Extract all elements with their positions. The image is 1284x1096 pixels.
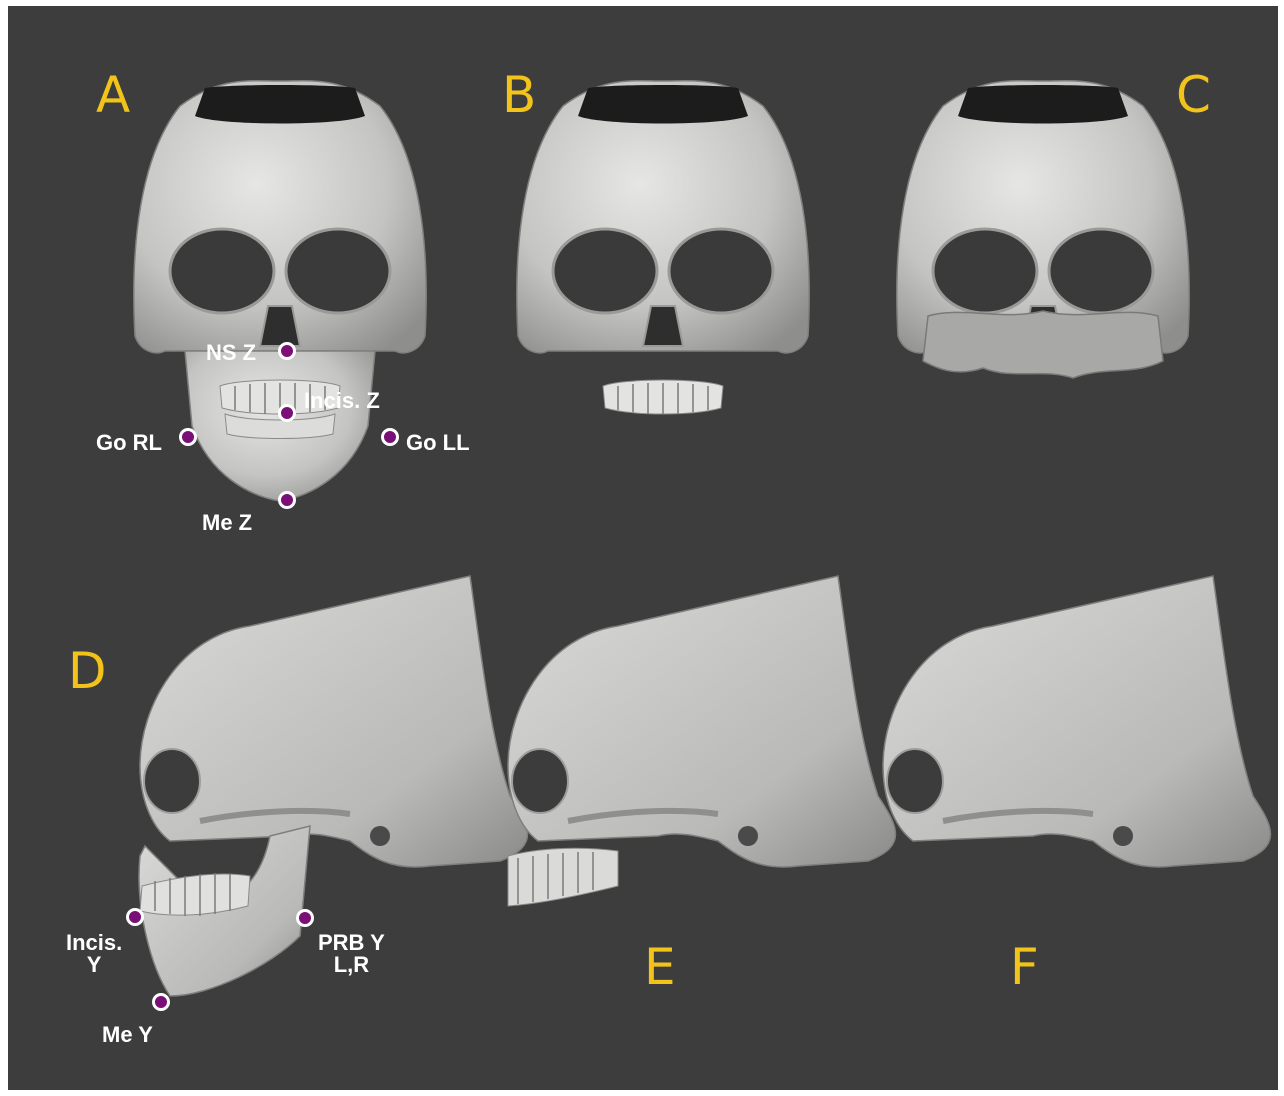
landmark-incis-y-marker [126, 908, 144, 926]
skull-renderings [8, 6, 1278, 1090]
panel-label-d: D [68, 646, 107, 696]
landmark-incis-z-marker [278, 404, 296, 422]
landmark-go-ll-label: Go LL [406, 432, 470, 454]
landmark-me-z-label: Me Z [202, 512, 252, 534]
landmark-go-rl-label: Go RL [96, 432, 162, 454]
panel-label-a: A [96, 70, 130, 120]
panel-label-e: E [644, 942, 676, 992]
panel-label-b: B [502, 70, 536, 120]
landmark-go-rl-marker [179, 428, 197, 446]
landmark-incis-z-label: Incis. Z [304, 390, 380, 412]
landmark-me-z-marker [278, 491, 296, 509]
skull-lateral-no-mandible [508, 576, 896, 906]
landmark-ns-z-label: NS Z [206, 342, 256, 364]
landmark-me-y-marker [152, 993, 170, 1011]
landmark-incis-y-label: Incis. Y [66, 932, 122, 976]
landmark-me-y-label: Me Y [102, 1024, 153, 1046]
skull-frontal-cropped [897, 81, 1189, 378]
landmark-go-ll-marker [381, 428, 399, 446]
skull-frontal-no-mandible [517, 81, 809, 414]
landmark-prb-y-marker [296, 909, 314, 927]
landmark-ns-z-marker [278, 342, 296, 360]
panel-label-f: F [1010, 942, 1039, 992]
landmark-prb-y-label: PRB Y L,R [318, 932, 385, 976]
panel-label-c: C [1176, 70, 1211, 120]
skull-lateral-cropped [883, 576, 1271, 867]
figure-panel: A B C D E F NS Z Incis. Z Go RL Go LL Me… [8, 6, 1278, 1090]
